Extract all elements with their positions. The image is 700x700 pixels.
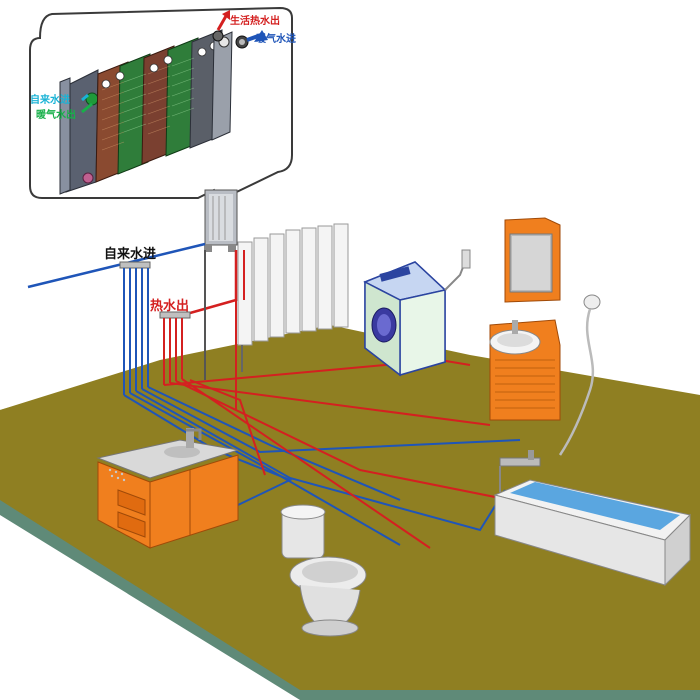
cold-distribution-pipes: [123, 386, 521, 546]
domestic-hot-water-out-label: 生活热水出: [230, 14, 280, 27]
heating-water-out-label: 暖气水出: [36, 108, 76, 121]
tap-water-in-callout-label: 自来水进: [30, 93, 70, 106]
kitchen-sink-icon: [96, 428, 239, 549]
shower-head-icon: [558, 294, 601, 456]
radiator-icon: [237, 223, 349, 372]
plate-heat-exchanger-icon: [59, 10, 268, 195]
vanity-cabinet-icon: [489, 217, 561, 421]
washing-machine-icon: [363, 249, 471, 377]
tap-water-in-label: 自来水进: [104, 246, 156, 262]
heating-water-in-label: 暖气水进: [256, 32, 296, 45]
bathtub-icon: [493, 450, 692, 587]
toilet-icon: [280, 504, 367, 637]
hot-water-main: [189, 250, 238, 315]
cold-water-main: [27, 242, 206, 289]
hot-water-out-label: 热水出: [150, 298, 189, 314]
hot-distribution-pipes: [163, 300, 511, 549]
cold-manifold: [119, 261, 151, 269]
heat-exchanger-unit: [204, 189, 238, 252]
